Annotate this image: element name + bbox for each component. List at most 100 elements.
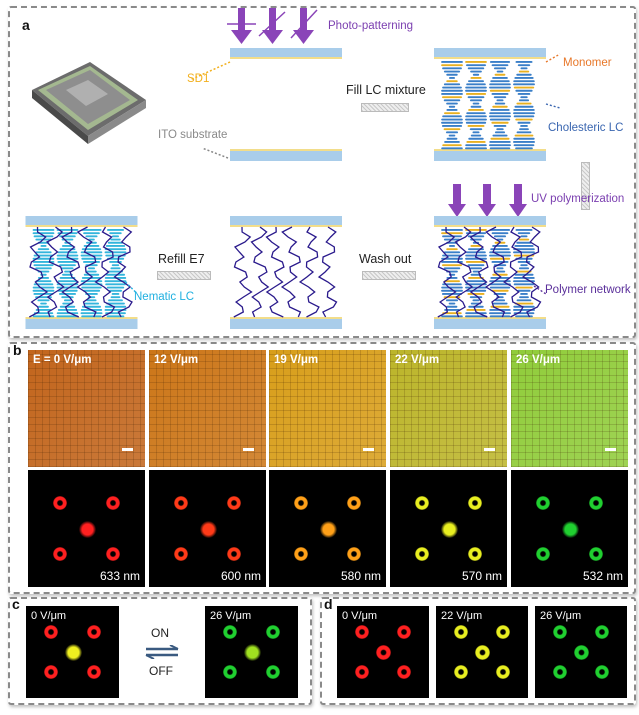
off-label: OFF: [149, 664, 173, 678]
polymer-strand: [484, 226, 506, 318]
lc-stripe: [467, 96, 485, 99]
wavelength-label: 633 nm: [99, 569, 140, 583]
panel-d-frame: [320, 597, 636, 705]
polymerized-cell: [434, 216, 547, 329]
lc-stripe: [517, 121, 531, 124]
lc-stripe: [492, 273, 508, 276]
lc-stripe: [520, 125, 528, 127]
lc-stripe: [105, 283, 126, 286]
lc-stripe: [493, 67, 507, 70]
lc-stripe: [446, 248, 458, 251]
lc-stripe: [467, 264, 485, 267]
lc-stripe: [32, 315, 55, 318]
lc-stripe: [465, 315, 487, 318]
lc-stripe: [465, 61, 487, 63]
lc-stripe: [86, 299, 97, 302]
lc-stripe: [443, 267, 461, 270]
lc-stripe: [491, 232, 509, 235]
lc-stripe: [449, 77, 455, 79]
lc-stripe: [442, 96, 462, 99]
beam-ring: [589, 547, 604, 562]
lc-stripe: [489, 312, 511, 315]
lc-stripe: [106, 315, 125, 318]
lc-stripe: [108, 289, 123, 292]
lc-stripe: [516, 73, 532, 76]
lc-stripe: [57, 232, 78, 235]
lc-stripe: [472, 73, 480, 76]
ito-substrate-label: ITO substrate: [158, 129, 228, 141]
lc-stripe: [57, 261, 78, 263]
lc-stripe: [80, 283, 103, 286]
lc-stripe: [513, 305, 535, 308]
process-arrow-right: [361, 103, 409, 112]
beam-ring: [468, 495, 483, 510]
lc-stripe: [442, 254, 462, 257]
beam-ring: [595, 624, 610, 639]
nematic-lc-cell: [25, 216, 138, 329]
field-label: 26 V/μm: [210, 610, 252, 622]
wavelength-label: 600 nm: [220, 569, 261, 583]
lc-stripe: [516, 241, 532, 244]
beam-image: 26 V/μm: [535, 606, 627, 698]
lc-stripe: [496, 70, 504, 73]
lc-stripe: [35, 267, 52, 270]
lc-stripe: [493, 96, 507, 99]
lc-stripe: [444, 112, 460, 115]
lc-stripe: [82, 261, 101, 263]
lc-stripe: [518, 70, 530, 73]
beam-ring: [552, 624, 567, 639]
lc-stripe: [444, 309, 460, 311]
lc-stripe: [513, 83, 535, 86]
lc-stripe: [465, 289, 487, 292]
uv-polymerization-label: UV polymerization: [531, 193, 625, 205]
lc-stripe: [492, 77, 508, 79]
pixel-grid: [269, 350, 386, 467]
lc-stripe: [110, 238, 121, 241]
lc-stripe: [465, 229, 487, 231]
micrograph: 22 V/μm: [390, 350, 507, 467]
cholesteric-lc-cell: [434, 48, 561, 161]
beam-ring: [397, 665, 412, 680]
lc-stripe: [470, 105, 482, 108]
lc-stripe: [489, 286, 511, 289]
beam-center: [243, 644, 261, 661]
lc-stripe: [83, 245, 100, 247]
lc-stripe: [446, 305, 458, 308]
process-arrow-left-2: [362, 271, 416, 280]
polymer-strand: [45, 226, 65, 318]
lc-stripe: [466, 232, 486, 235]
scale-bar: [605, 448, 616, 451]
lc-stripe: [110, 296, 121, 299]
lc-stripe: [513, 144, 535, 147]
lc-stripe: [104, 251, 127, 254]
lc-stripe: [466, 83, 486, 86]
sd1-label: SD1: [187, 73, 210, 85]
lc-stripe: [492, 245, 508, 247]
lc-stripe: [489, 315, 511, 318]
lc-stripe: [492, 134, 508, 137]
polymer-network-label: Polymer network: [545, 284, 631, 296]
lc-stripe: [491, 261, 509, 263]
wavelength-label: 532 nm: [582, 569, 623, 583]
panel-d-label: d: [324, 596, 333, 612]
lc-stripe: [470, 70, 482, 73]
wavelength-label: 580 nm: [340, 569, 381, 583]
lc-stripe: [87, 267, 96, 270]
lc-stripe: [513, 112, 535, 115]
process-arrow-left-1: [157, 271, 211, 280]
lc-stripe: [517, 93, 531, 95]
beam-ring: [453, 665, 468, 680]
lc-stripe: [491, 93, 509, 95]
lc-stripe: [441, 232, 463, 235]
lc-stripe: [111, 235, 120, 238]
field-strength-label: E = 0 V/μm: [33, 354, 92, 366]
field-strength-label: 26 V/μm: [516, 354, 561, 366]
lc-stripe: [448, 302, 456, 305]
lc-stripe: [37, 248, 50, 251]
polymer-strand: [94, 226, 116, 318]
lc-stripe: [469, 99, 483, 102]
lc-stripe: [468, 305, 484, 308]
beam-ring: [106, 495, 121, 510]
lc-stripe: [107, 270, 124, 273]
lc-stripe: [516, 270, 532, 273]
